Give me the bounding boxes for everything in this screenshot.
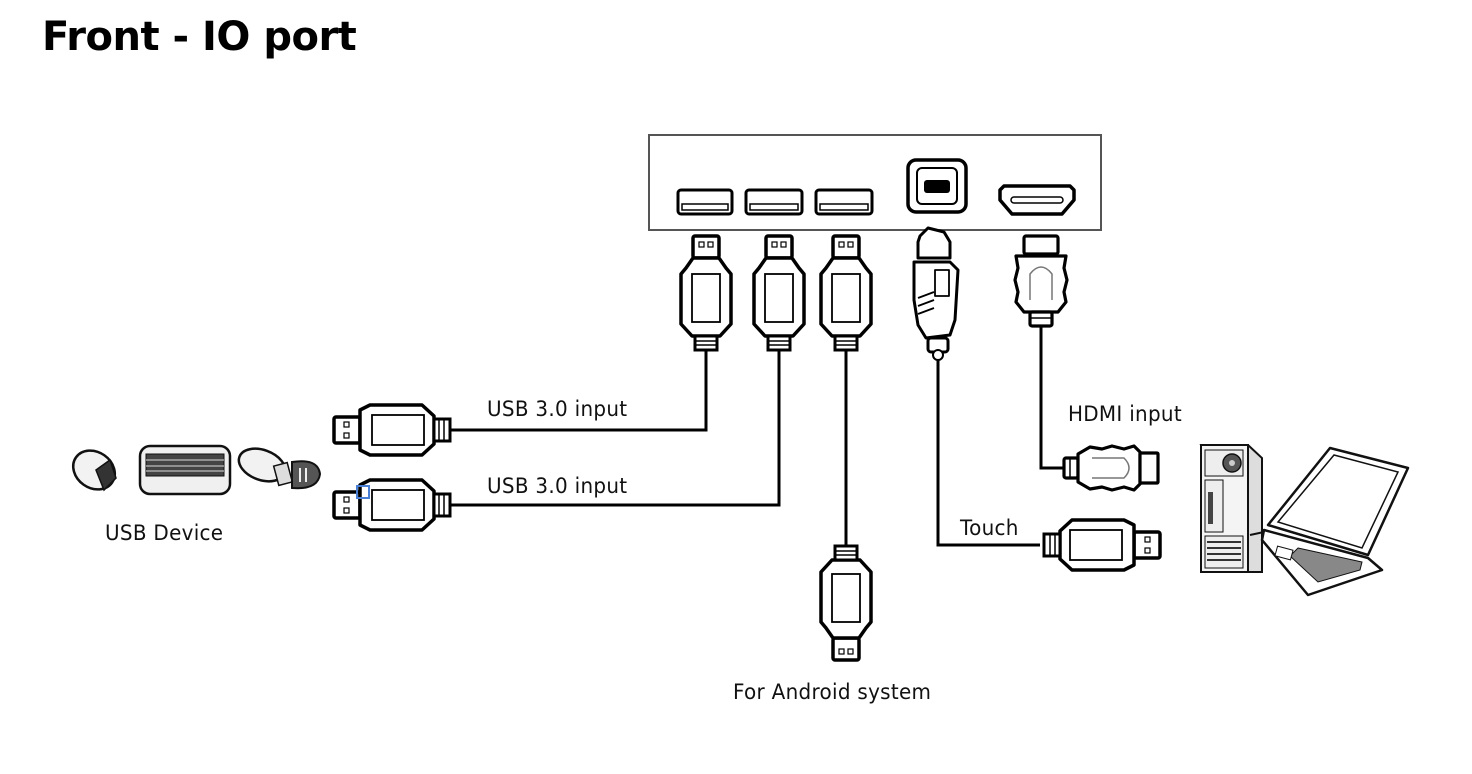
usb-plug-touch — [1042, 518, 1162, 572]
hdmi-port — [998, 184, 1076, 216]
cable-usb-2 — [450, 350, 781, 507]
keyboard-icon — [138, 444, 232, 496]
usb-plug-left-1 — [332, 403, 452, 457]
usb-input-label-2: USB 3.0 input — [487, 474, 628, 498]
mouse-icon — [71, 449, 117, 492]
hdmi-input-label: HDMI input — [1068, 402, 1182, 426]
usb-plug-3 — [819, 234, 873, 352]
android-label: For Android system — [733, 680, 932, 704]
usb-dongle-icon — [237, 447, 322, 490]
front-panel — [648, 134, 1102, 231]
touch-label: Touch — [960, 516, 1019, 540]
hdmi-plug-horizontal — [1062, 444, 1160, 492]
usb-plug-2 — [752, 234, 806, 352]
usb-device-label: USB Device — [105, 521, 224, 545]
cable-usb-1 — [450, 350, 708, 432]
hdmi-plug — [1013, 234, 1069, 328]
usb-b-port — [906, 158, 968, 214]
page-title: Front - IO port — [42, 14, 357, 60]
cable-touch — [936, 360, 1040, 547]
usb-port-3 — [814, 188, 874, 216]
usb-port-1 — [676, 188, 734, 216]
laptop-icon — [1249, 446, 1410, 597]
cables — [450, 326, 1064, 547]
usb-port-2 — [744, 188, 804, 216]
selection-marker — [356, 485, 370, 499]
usb-b-plug — [912, 226, 960, 361]
usb-plug-1 — [679, 234, 733, 352]
usb-input-label-1: USB 3.0 input — [487, 397, 628, 421]
usb-plug-android — [819, 544, 873, 662]
desktop-pc-icon — [1199, 444, 1263, 573]
cable-hdmi — [1039, 326, 1064, 470]
usb-plug-left-2 — [332, 478, 452, 532]
